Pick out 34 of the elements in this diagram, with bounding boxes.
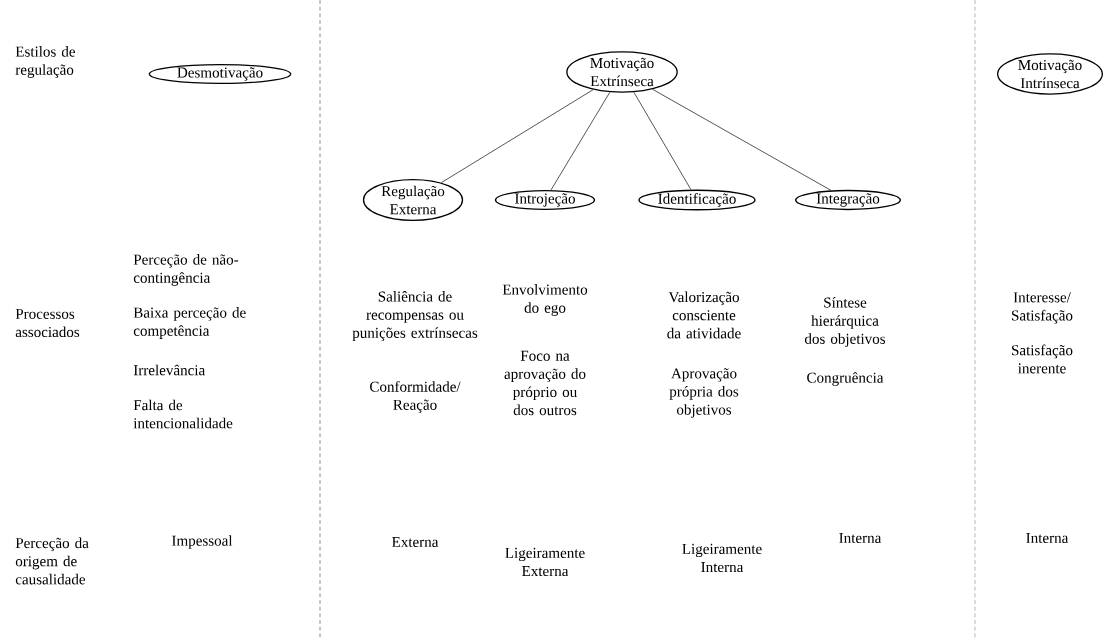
label-text: Envolvimento do ego — [502, 284, 588, 316]
label-text: Ligeiramente Interna — [682, 543, 762, 573]
label-text: Baixa perceção de competência — [133, 307, 246, 339]
connector-line — [652, 89, 832, 191]
label-text: Estilos de regulação — [15, 46, 75, 78]
label-text: Irrelevância — [133, 364, 205, 376]
connector-line — [633, 91, 692, 190]
label-text: Perceção de não-contingência — [133, 254, 239, 286]
label-text: Aprovação própria dos objetivos — [669, 368, 739, 418]
label-text: Satisfação inerente — [1012, 344, 1073, 374]
ellipse-node: Motivação Extrínseca — [566, 51, 678, 93]
label-text: Valorização consciente da atividade — [667, 291, 741, 339]
label-text: Síntese hierárquica dos objetivos — [804, 297, 886, 347]
label-text: Ligeiramente Externa — [505, 547, 585, 577]
ellipse-node: Regulação Externa — [362, 179, 464, 221]
label-text: Interna — [839, 533, 882, 543]
connector-line — [440, 89, 594, 183]
ellipse-node: Desmotivação — [148, 63, 292, 85]
label-text: Processos associados — [15, 308, 80, 338]
ellipse-node: Introjeção — [494, 189, 596, 211]
ellipse-node: Identificação — [638, 189, 756, 211]
label-text: Interna — [1026, 533, 1069, 543]
label-text: Conformidade/ Reação — [370, 381, 461, 413]
label-text: Saliência de recompensas ou punições extrínsecas — [352, 291, 478, 341]
label-text: Congruência — [807, 372, 884, 386]
connector-line — [550, 91, 611, 191]
label-text: Impessoal — [172, 535, 233, 549]
label-text: Externa — [392, 537, 439, 547]
ellipse-node: Integração — [795, 189, 901, 211]
label-text: Perceção da origem de causalidade — [15, 537, 89, 585]
label-text: Interesse/ Satisfação — [1012, 292, 1073, 324]
ellipse-node: Motivação Intrínseca — [997, 53, 1103, 95]
label-text: Foco na aprovação do próprio ou dos outros — [504, 350, 586, 416]
label-text: Falta de intencionalidade — [133, 399, 233, 429]
